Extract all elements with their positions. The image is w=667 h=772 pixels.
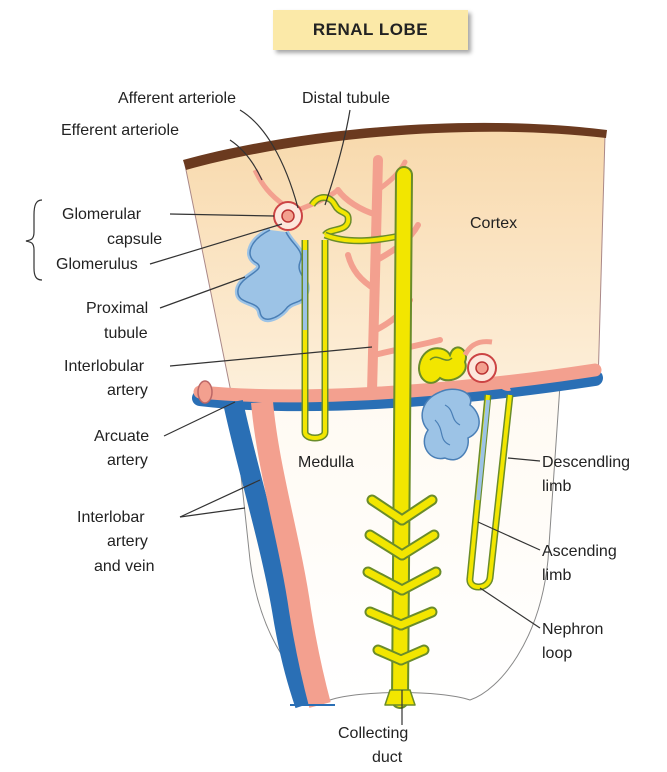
label-interlobar-line3: and vein <box>94 558 155 575</box>
label-distal-tubule: Distal tubule <box>302 90 390 107</box>
label-interlobular-artery-line2: artery <box>107 382 148 399</box>
label-efferent-arteriole: Efferent arteriole <box>61 122 179 139</box>
label-nephron-loop-line2: loop <box>542 645 572 662</box>
label-descending-limb-line1: Descendling <box>542 454 630 471</box>
label-ascending-limb-line1: Ascending <box>542 543 617 560</box>
label-nephron-loop-line1: Nephron <box>542 621 603 638</box>
label-ascending-limb-line2: limb <box>542 567 571 584</box>
label-proximal-tubule-line1: Proximal <box>86 300 148 317</box>
arcuate-artery-end <box>198 381 212 403</box>
label-descending-limb-line2: limb <box>542 478 571 495</box>
label-arcuate-artery-line1: Arcuate <box>94 428 149 445</box>
label-glomerular-capsule-line2: capsule <box>107 231 162 248</box>
label-cortex: Cortex <box>470 215 517 232</box>
glomerulus-shape <box>282 210 294 222</box>
label-collecting-duct-line1: Collecting <box>338 725 408 742</box>
label-collecting-duct-line2: duct <box>372 749 403 766</box>
label-glomerular-capsule-line1: Glomerular <box>62 206 142 223</box>
label-interlobar-line1: Interlobar <box>77 509 145 526</box>
label-interlobular-artery-line1: Interlobular <box>64 358 145 375</box>
label-arcuate-artery-line2: artery <box>107 452 148 469</box>
label-afferent-arteriole: Afferent arteriole <box>118 90 236 107</box>
label-medulla: Medulla <box>298 454 354 471</box>
label-interlobar-line2: artery <box>107 533 148 550</box>
label-proximal-tubule-line2: tubule <box>104 325 148 342</box>
label-glomerulus: Glomerulus <box>56 256 138 273</box>
